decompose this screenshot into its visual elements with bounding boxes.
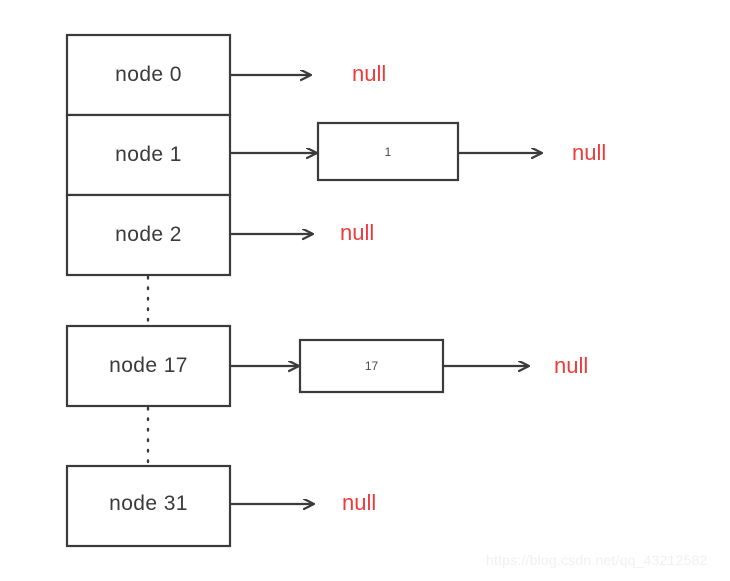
null-label-node-31: null [342,490,377,515]
watermark-text: https://blog.csdn.net/qq_43212582 [486,552,708,568]
null-label-node-0: null [352,61,387,86]
bucket-cell-node-2 [65,193,232,277]
bucket-label-node-2: node 2 [115,223,182,246]
null-label-node-17: null [554,353,589,378]
value-text-node-17: 17 [364,359,379,373]
bucket-cell-node-1 [65,113,232,197]
value-text-node-1: 1 [384,145,392,159]
null-label-node-1: null [572,140,607,165]
bucket-cell-node-31 [65,464,232,548]
null-label-node-2: null [340,220,375,245]
bucket-label-node-0: node 0 [115,63,182,86]
value-box-node-17 [298,338,445,394]
bucket-label-node-1: node 1 [115,143,182,166]
value-box-node-1 [316,121,460,182]
bucket-cell-node-0 [65,33,232,117]
bucket-label-node-31: node 31 [109,492,188,515]
bucket-label-node-17: node 17 [109,354,188,377]
